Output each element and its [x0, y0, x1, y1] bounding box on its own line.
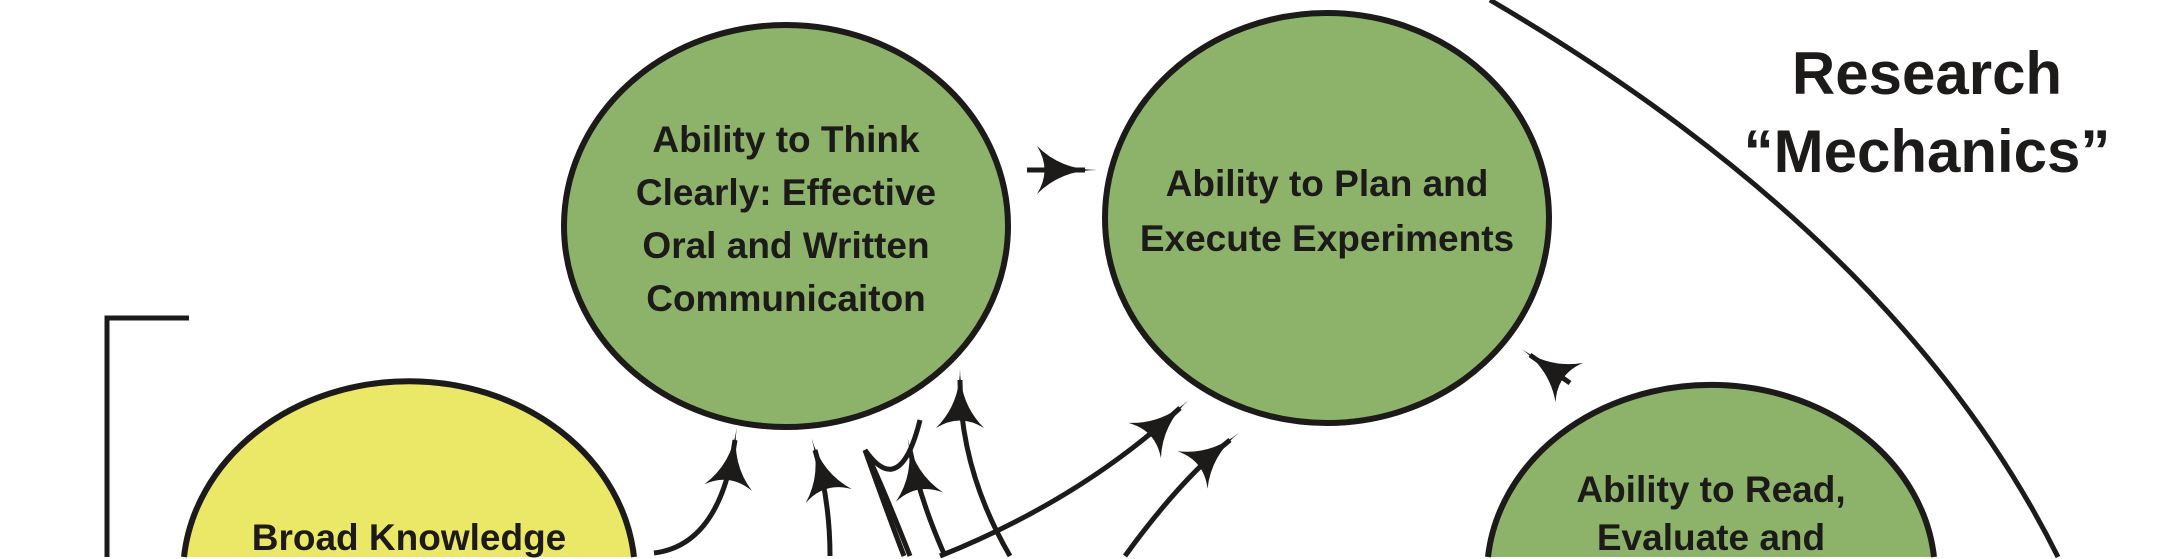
svg-text:Broad Knowledge: Broad Knowledge: [252, 517, 567, 558]
node-label: Ability to Think: [652, 119, 920, 160]
svg-text:Ability to Read,Evaluate and: Ability to Read,Evaluate and: [1576, 469, 1845, 558]
arrow-up-think-2: [862, 419, 923, 557]
node-label: Ability to Plan and: [1166, 163, 1489, 204]
node-broad-knowledge: Broad Knowledge: [181, 378, 637, 558]
arrow-up-think-1: [805, 438, 852, 557]
node-label: Broad Knowledge: [252, 517, 567, 558]
arrow-knowledge-to-think: [653, 428, 752, 556]
arrow-to-plan-1: [939, 399, 1189, 559]
diagram-title: Research“Mechanics”: [1744, 40, 2111, 185]
mechanics-boundary-arc: [1488, 0, 2061, 559]
arrows: [653, 146, 1584, 559]
arrow-to-plan-2: [1122, 432, 1240, 558]
bracket: [104, 315, 189, 557]
node-label: Ability to Read,: [1576, 469, 1845, 510]
arrow-up-think-4: [936, 368, 1013, 558]
arrow-read-to-plan: [1520, 348, 1584, 403]
arrow-line-up-5: [862, 449, 907, 557]
node-read-evaluate: Ability to Read,Evaluate and: [1485, 381, 1937, 558]
arrow-up-think-3: [895, 438, 948, 558]
